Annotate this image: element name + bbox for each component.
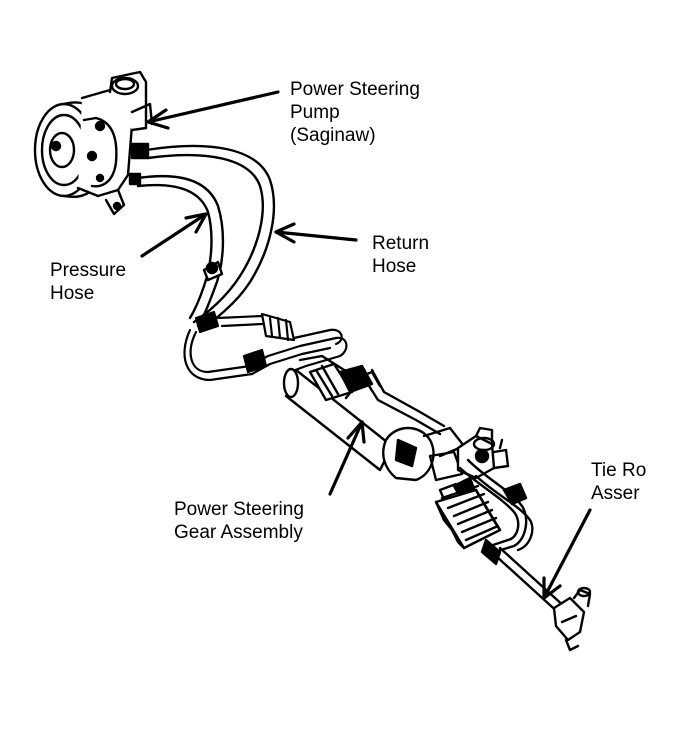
pressure-hose-drawing	[136, 174, 225, 328]
return-hose-label: Return Hose	[372, 233, 430, 277]
return-hose-drawing	[144, 144, 276, 332]
gear-assembly-arrow	[328, 420, 364, 496]
hydraulic-lines-drawing	[183, 310, 348, 382]
pump-arrow	[146, 90, 280, 124]
pump-label: Power Steering Pump (Saginaw)	[290, 79, 420, 146]
tie-rod-label: Tie Ro Asser	[591, 460, 647, 504]
pressure-hose-label: Pressure Hose	[50, 260, 127, 304]
leader-arrows	[140, 90, 592, 600]
return-hose-arrow	[274, 230, 358, 242]
tie-rod-arrow	[542, 508, 592, 600]
tie-rod-drawing	[480, 538, 592, 652]
gear-assembly-drawing	[282, 354, 534, 554]
pressure-hose-arrow	[140, 212, 208, 258]
gear-assembly-label: Power Steering Gear Assembly	[174, 499, 304, 543]
pump-drawing	[33, 70, 154, 216]
